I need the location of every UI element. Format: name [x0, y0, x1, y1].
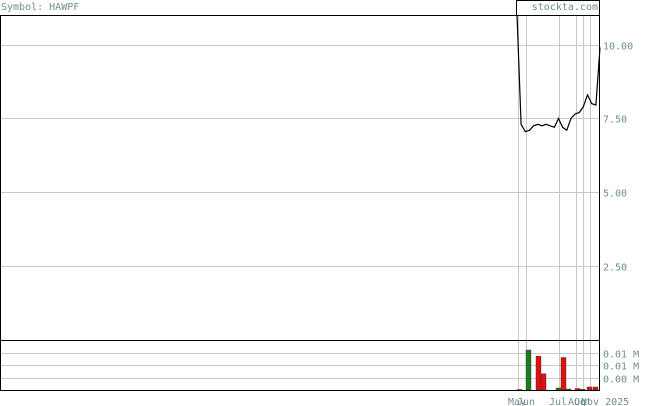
- date-tick-label: Jul: [549, 397, 567, 406]
- volume-bar: [516, 389, 523, 391]
- volume-bar: [579, 389, 586, 391]
- price-tick-label: 7.50: [603, 115, 627, 126]
- price-panel-frame: [0, 15, 600, 341]
- volume-axis: 0.01 M0.01 M 0.00 M: [603, 350, 639, 386]
- brand-label: stockta.com: [532, 2, 598, 13]
- volume-bar: [540, 373, 547, 391]
- date-tick-label: Aug: [568, 397, 586, 406]
- volume-bar: [565, 388, 572, 391]
- volume-tick-label: 0.01 M: [603, 362, 639, 373]
- price-grid: [0, 45, 600, 267]
- symbol-label: Symbol: HAWPF: [1, 2, 79, 13]
- price-axis: 10.00 7.50 5.00 2.50: [603, 42, 633, 274]
- price-tick-label: 2.50: [603, 263, 627, 274]
- volume-bar: [574, 388, 581, 391]
- date-tick-label: Nov 2025: [581, 397, 629, 406]
- volume-bar: [535, 356, 542, 391]
- volume-bar: [555, 387, 562, 391]
- volume-bar: [560, 357, 567, 391]
- date-tick-label: May: [508, 397, 526, 406]
- brand-box: [516, 0, 600, 16]
- date-tick-label: Jun: [517, 397, 535, 406]
- price-series: [516, 14, 601, 133]
- date-tick-label: Oct: [574, 397, 592, 406]
- price-line: [516, 14, 601, 133]
- price-tick-label: 5.00: [603, 189, 627, 200]
- vertical-gridlines: [518, 15, 591, 390]
- volume-bars: [516, 349, 599, 391]
- volume-grid: [0, 353, 600, 379]
- volume-tick-label: 0.01 M: [603, 350, 639, 361]
- volume-bar: [525, 349, 532, 391]
- volume-bar: [586, 386, 593, 391]
- price-tick-label: 10.00: [603, 42, 633, 53]
- volume-bar: [592, 386, 599, 391]
- volume-tick-label: 0.00 M: [603, 375, 639, 386]
- volume-panel-frame: [0, 340, 600, 391]
